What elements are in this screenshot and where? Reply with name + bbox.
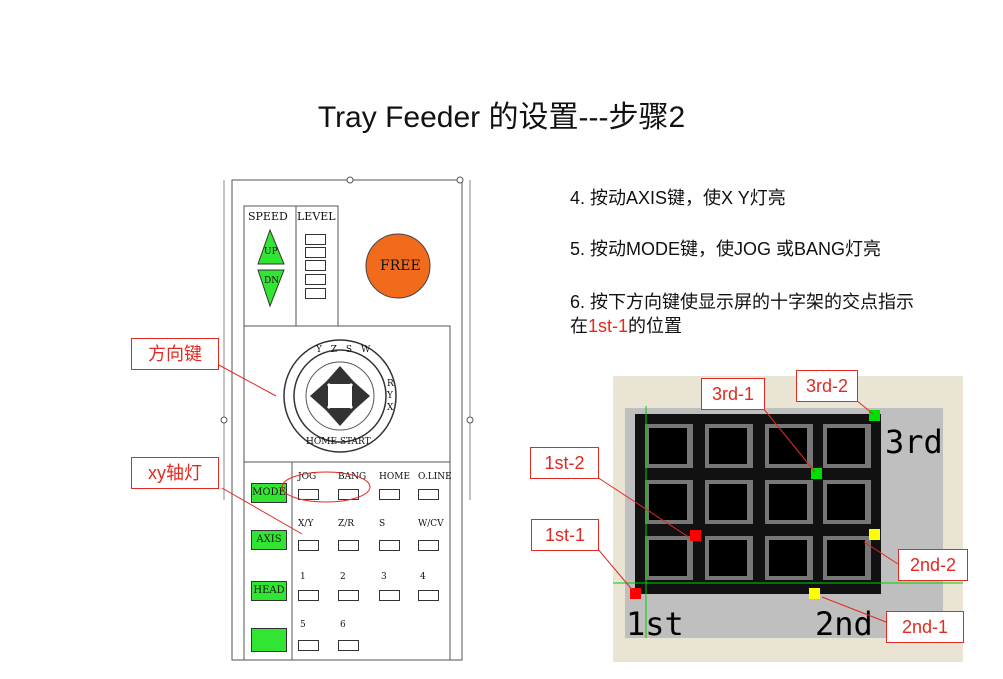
dial-right-label: R Y X [387,379,394,413]
head-1-led [298,590,319,601]
head-3-label: 3 [381,572,387,582]
tray-label-2nd: 2nd [815,605,873,643]
bang-led [338,489,359,500]
callout-xy-led: xy轴灯 [131,457,219,489]
level-label: LEVEL [297,210,336,223]
head-5-led [298,640,319,651]
page-title: Tray Feeder 的设置---步骤2 [317,101,686,134]
dir-up-icon [324,366,356,384]
free-button [365,233,431,299]
head-5-label: 5 [300,620,306,630]
dir-right-icon [352,380,370,412]
wcv-led [418,540,439,551]
level-led-3 [305,260,326,271]
marker-3rd-2 [869,410,880,421]
step-4-text: 4. 按动AXIS键，使X Y灯亮 [570,188,786,208]
callout-3rd-2: 3rd-2 [796,370,858,402]
step-6-post: 的位置 [628,316,683,336]
dn-label: DN [264,276,280,286]
wcv-label: W/CV [418,519,444,529]
head-6-label: 6 [340,620,346,630]
marker-1st-2 [690,530,701,541]
step-6-line1: 6. 按下方向键使显示屏的十字架的交点指示 [570,292,915,312]
s-label: S [379,519,386,529]
jog-led [298,489,319,500]
step-6-line2: 在1st-1的位置 [570,314,914,338]
head-4-led [418,590,439,601]
zr-label: Z/R [338,519,355,529]
head-1-label: 1 [300,572,306,582]
dial-top-label: Y Z S W [316,345,374,355]
dir-left-icon [310,380,328,412]
callout-direction-keys: 方向键 [131,338,219,370]
head-2-led [338,590,359,601]
zr-led [338,540,359,551]
level-led-4 [305,274,326,285]
dial-bottom-label: HOME START [306,437,371,447]
callout-1st-2: 1st-2 [530,447,599,479]
callout-3rd-1: 3rd-1 [701,378,765,410]
dir-down-icon [324,408,356,426]
mode-button[interactable]: MODE [251,483,287,503]
xy-led [298,540,319,551]
marker-2nd-1 [809,588,820,599]
marker-3rd-1 [811,468,822,479]
up-arrow-icon [257,228,285,265]
tray-label-3rd: 3rd [885,423,943,461]
head-6-led [338,640,359,651]
callout-2nd-1: 2nd-1 [886,611,964,643]
home-led [379,489,400,500]
step-6-red: 1st-1 [588,316,629,336]
step-6-pre: 在 [570,316,588,336]
s-led [379,540,400,551]
bang-label: BANG [338,472,367,482]
xy-label: X/Y [298,519,314,529]
blank-green-button[interactable] [251,628,287,652]
oline-label: O.LINE [418,472,452,482]
marker-2nd-2 [869,529,880,540]
free-label[interactable]: FREE [380,258,421,274]
level-led-5 [305,288,326,299]
home-label: HOME [379,472,411,482]
level-led-1 [305,234,326,245]
marker-1st-1 [630,588,641,599]
step-6-text: 6. 按下方向键使显示屏的十字架的交点指示 在1st-1的位置 [570,290,914,338]
head-2-label: 2 [340,572,346,582]
axis-button[interactable]: AXIS [251,530,287,550]
tray-label-1st: 1st [626,605,684,643]
step-5-text: 5. 按动MODE键，使JOG 或BANG灯亮 [570,239,882,259]
jog-label: JOG [298,472,317,482]
level-led-2 [305,247,326,258]
head-4-label: 4 [420,572,426,582]
head-button[interactable]: HEAD [251,581,287,601]
oline-led [418,489,439,500]
callout-2nd-2: 2nd-2 [898,549,968,581]
speed-label: SPEED [248,210,288,223]
callout-1st-1: 1st-1 [531,519,599,551]
down-arrow-icon [257,269,285,308]
up-label: UP [264,247,278,257]
head-3-led [379,590,400,601]
